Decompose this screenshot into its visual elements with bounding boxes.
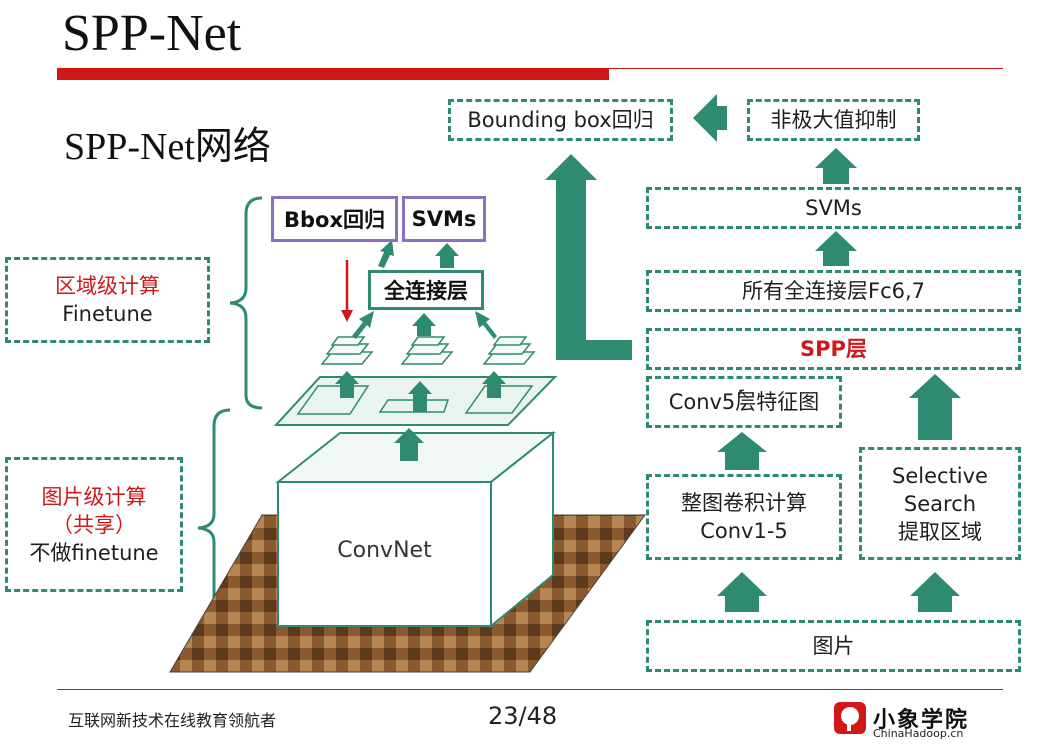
- mouse-cursor-icon: ↖: [737, 384, 751, 403]
- region-level-label: 区域级计算 Finetune: [5, 257, 210, 343]
- convnet-label: ConvNet: [337, 538, 432, 563]
- full-image-conv-title: 整图卷积计算: [681, 491, 807, 515]
- selective-search-step: Selective Search 提取区域: [859, 447, 1021, 560]
- slide-subtitle: SPP-Net网络: [64, 126, 271, 168]
- convnet-front-face: [277, 481, 492, 627]
- pool-stack-right: [482, 336, 536, 365]
- svms-step: SVMs: [646, 187, 1021, 229]
- bounding-box-regression-step: Bounding box回归: [448, 99, 673, 141]
- bbox-regression-box: Bbox回归: [271, 196, 398, 242]
- network-arrows: [335, 240, 506, 461]
- selective-search-line2: Search: [903, 491, 977, 516]
- elephant-logo-icon: [834, 702, 866, 734]
- full-image-conv-step: 整图卷积计算 Conv1-5: [646, 474, 842, 560]
- region-bracket: [229, 196, 263, 410]
- pool-stack-left: [320, 336, 374, 365]
- image-level-label: 图片级计算 （共享） 不做finetune: [5, 457, 183, 592]
- logo-text-cn: 小象学院: [873, 708, 970, 733]
- image-level-note: 不做finetune: [29, 540, 159, 565]
- pool-stack-middle: [400, 336, 454, 365]
- selective-search-line1: Selective: [892, 463, 988, 488]
- nms-step: 非极大值抑制: [747, 99, 920, 141]
- slide-title: SPP-Net: [62, 5, 242, 62]
- selective-search-line3: 提取区域: [898, 519, 982, 544]
- spp-layer-step: SPP层: [646, 328, 1021, 370]
- title-underline-bar: [57, 68, 609, 80]
- footer-divider: [57, 689, 1003, 690]
- conv5-feature-map-step: Conv5层特征图: [646, 376, 842, 428]
- region-level-title: 区域级计算: [55, 274, 160, 298]
- page-number: 23/48: [488, 702, 558, 730]
- title-underline-line: [609, 68, 1003, 69]
- full-image-conv-layers: Conv1-5: [700, 519, 788, 543]
- fc-layers-step: 所有全连接层Fc6,7: [646, 270, 1021, 312]
- pipeline-arrows: [693, 94, 961, 612]
- fc-layer-box: 全连接层: [368, 270, 484, 310]
- logo-text-en: ChinaHadoop.cn: [873, 727, 964, 740]
- footer-slogan: 互联网新技术在线教育领航者: [68, 711, 277, 730]
- region-level-subtitle: Finetune: [62, 302, 153, 326]
- image-level-title: 图片级计算: [41, 484, 147, 509]
- network-svms-box: SVMs: [402, 196, 486, 242]
- input-image-step: 图片: [646, 620, 1021, 672]
- spp-to-bbox-arrow: [545, 154, 632, 360]
- image-level-shared: （共享）: [51, 512, 136, 537]
